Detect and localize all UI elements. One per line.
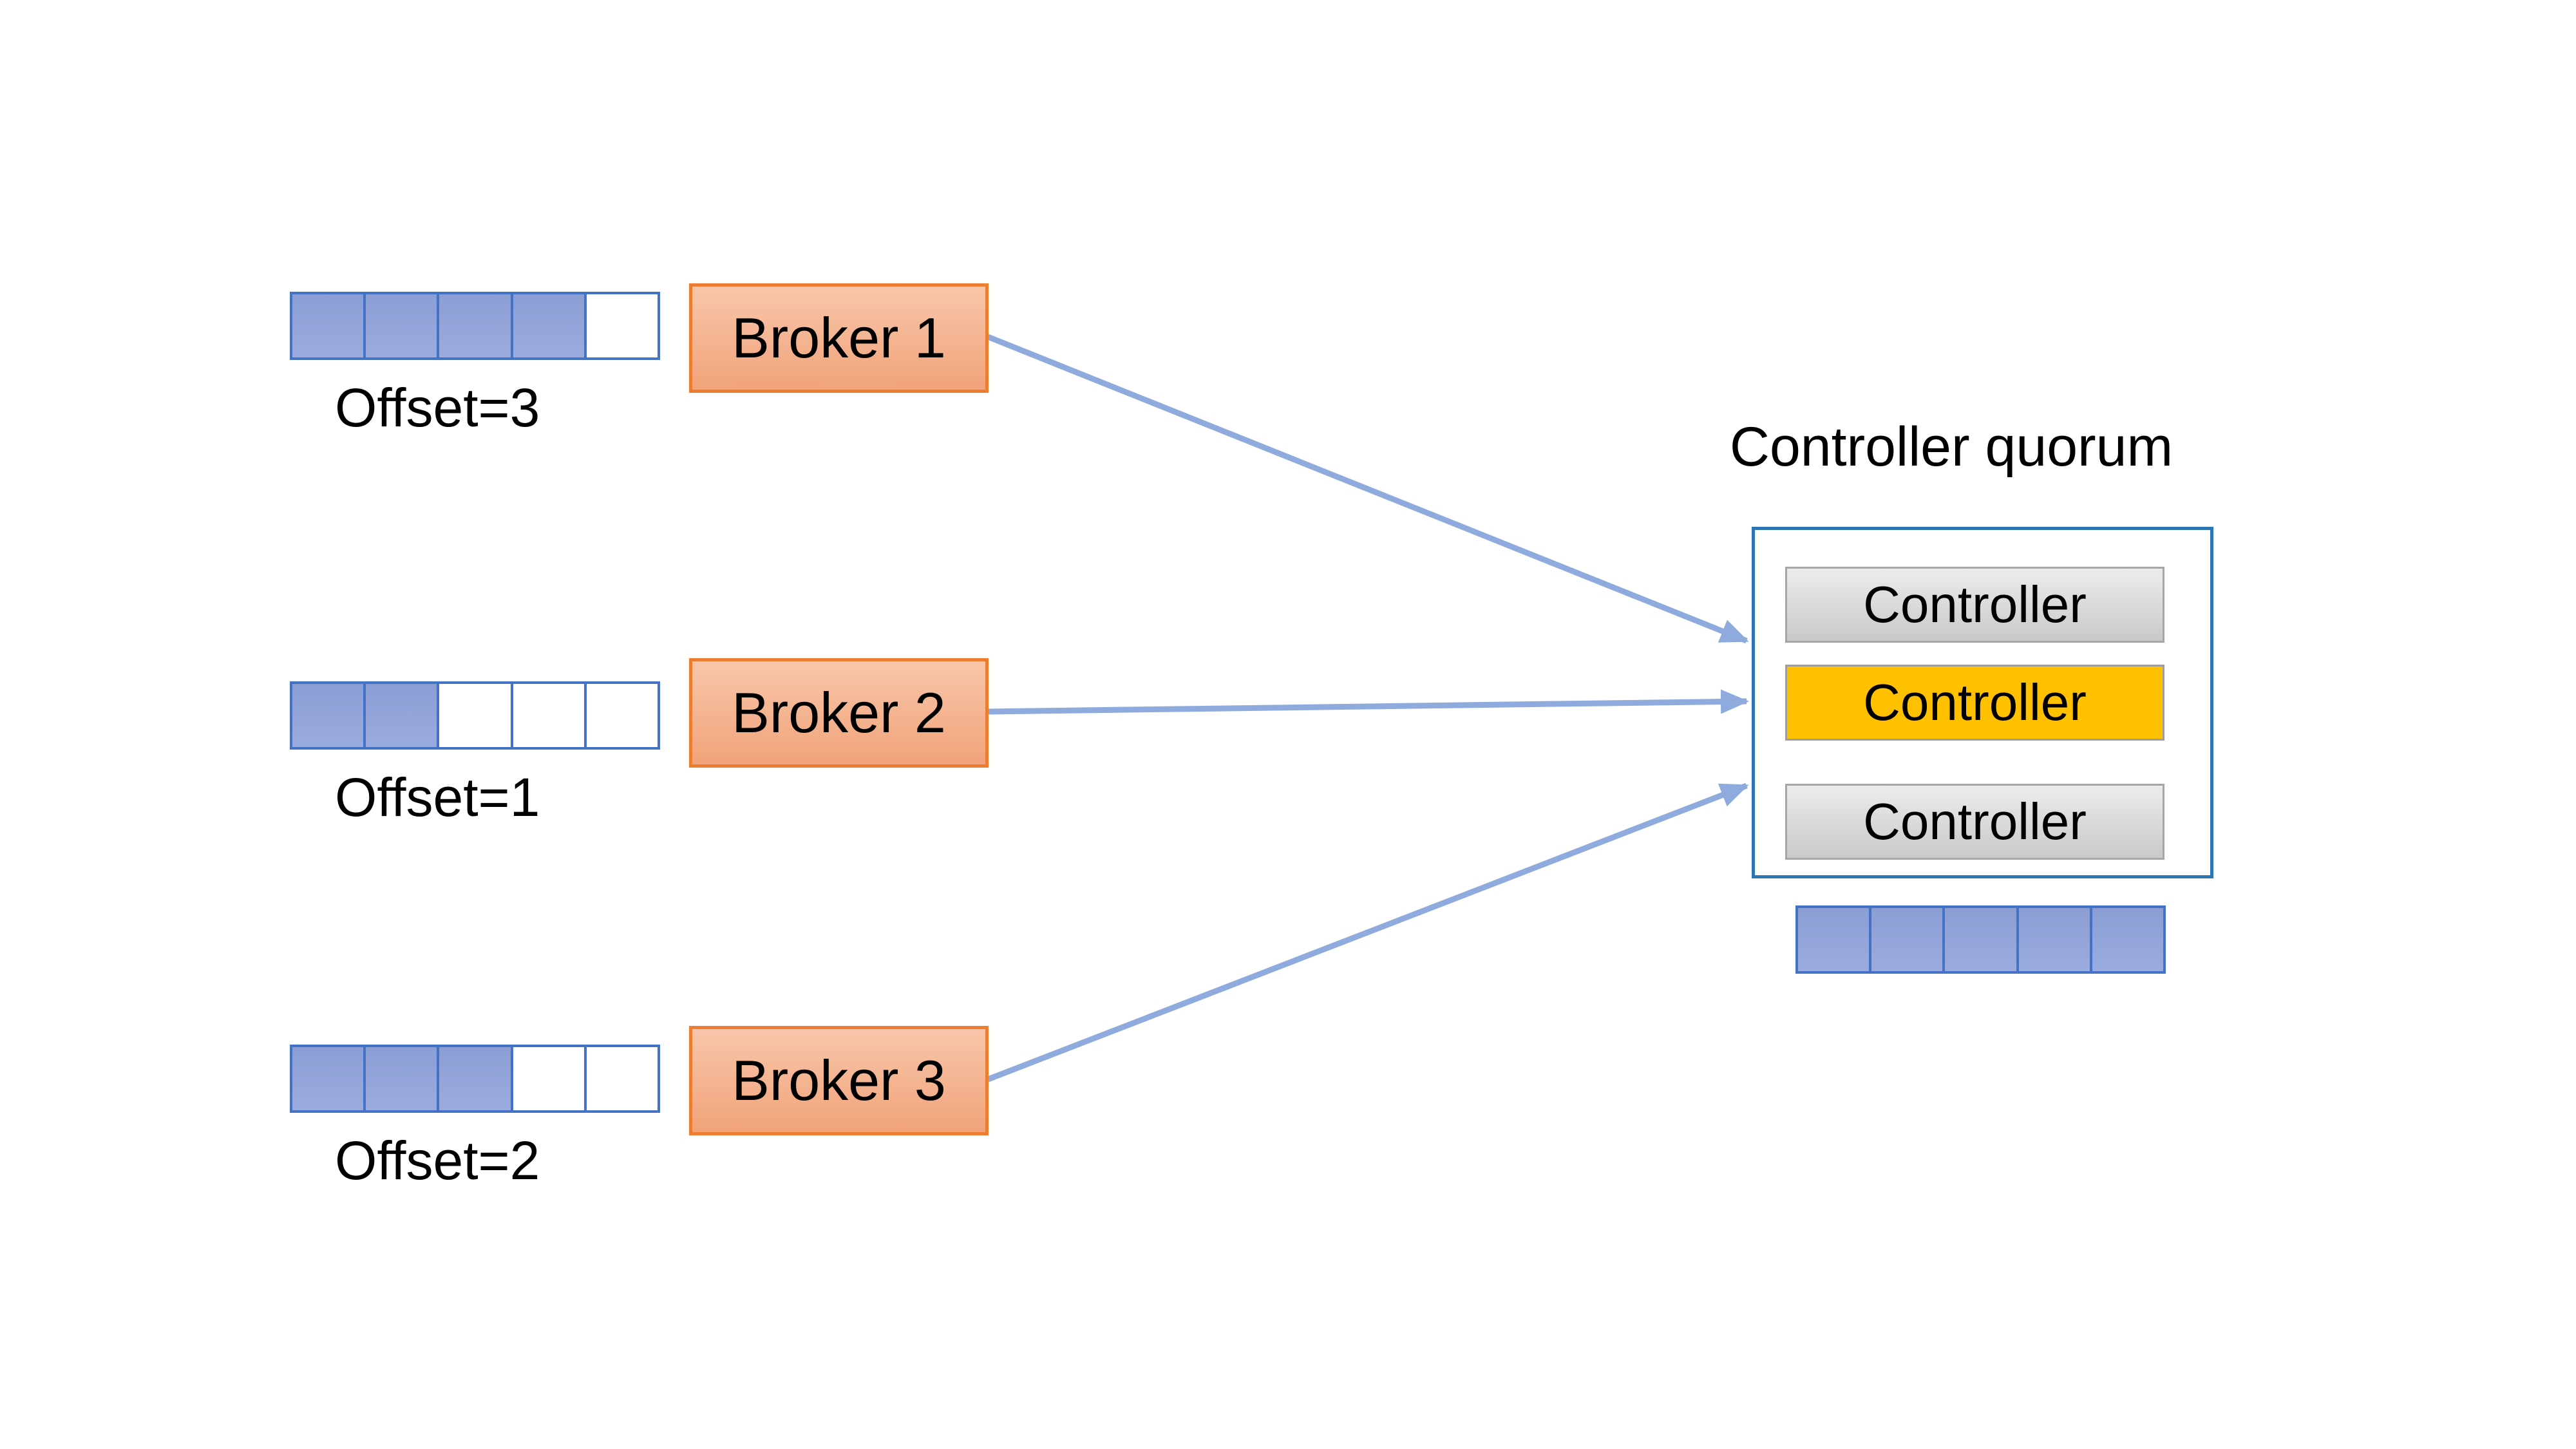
broker2-partition-bar [290, 681, 660, 750]
partition-cell-filled [1871, 908, 1946, 971]
broker1-partition-bar [290, 292, 660, 360]
broker3-partition-group: Offset=2 [290, 1045, 660, 1190]
partition-cell-filled [366, 1047, 440, 1110]
partition-cell-empty [513, 1047, 587, 1110]
partition-cell-filled [1945, 908, 2019, 971]
controller-standby-2: Controller [1785, 784, 2164, 860]
partition-cell-empty [586, 294, 658, 357]
partition-cell-filled [2018, 908, 2092, 971]
controller-active: Controller [1785, 665, 2164, 741]
controller-quorum-box: Controller Controller Controller [1752, 527, 2213, 878]
partition-cell-empty [586, 1047, 658, 1110]
broker3-offset-label: Offset=2 [335, 1130, 540, 1191]
partition-cell-filled [292, 294, 366, 357]
broker1-box: Broker 1 [689, 283, 989, 393]
controller-standby-1: Controller [1785, 567, 2164, 643]
broker2-offset-label: Offset=1 [335, 767, 540, 828]
broker2-partition-group: Offset=1 [290, 681, 660, 827]
partition-cell-filled [292, 1047, 366, 1110]
partition-cell-filled [1798, 908, 1872, 971]
arrow-broker1-to-quorum [987, 334, 1749, 644]
partition-cell-filled [292, 684, 366, 747]
partition-cell-filled [513, 294, 587, 357]
partition-cell-filled [2092, 908, 2164, 971]
broker2-label: Broker 2 [732, 681, 946, 744]
partition-cell-empty [586, 684, 658, 747]
quorum-metadata-log-bar [1795, 905, 2166, 974]
partition-cell-empty [439, 684, 513, 747]
broker1-partition-group: Offset=3 [290, 292, 660, 437]
partition-cell-filled [439, 1047, 513, 1110]
partition-cell-filled [439, 294, 513, 357]
arrow-broker2-to-quorum [987, 689, 1749, 715]
broker3-label: Broker 3 [732, 1048, 946, 1112]
broker1-label: Broker 1 [732, 306, 946, 370]
arrow-broker3-to-quorum [987, 782, 1749, 1083]
controller-quorum-title: Controller quorum [1729, 416, 2174, 478]
partition-cell-filled [366, 684, 440, 747]
broker2-box: Broker 2 [689, 658, 989, 768]
broker3-partition-bar [290, 1045, 660, 1113]
broker3-box: Broker 3 [689, 1026, 989, 1135]
broker1-offset-label: Offset=3 [335, 377, 540, 438]
partition-cell-filled [366, 294, 440, 357]
partition-cell-empty [513, 684, 587, 747]
